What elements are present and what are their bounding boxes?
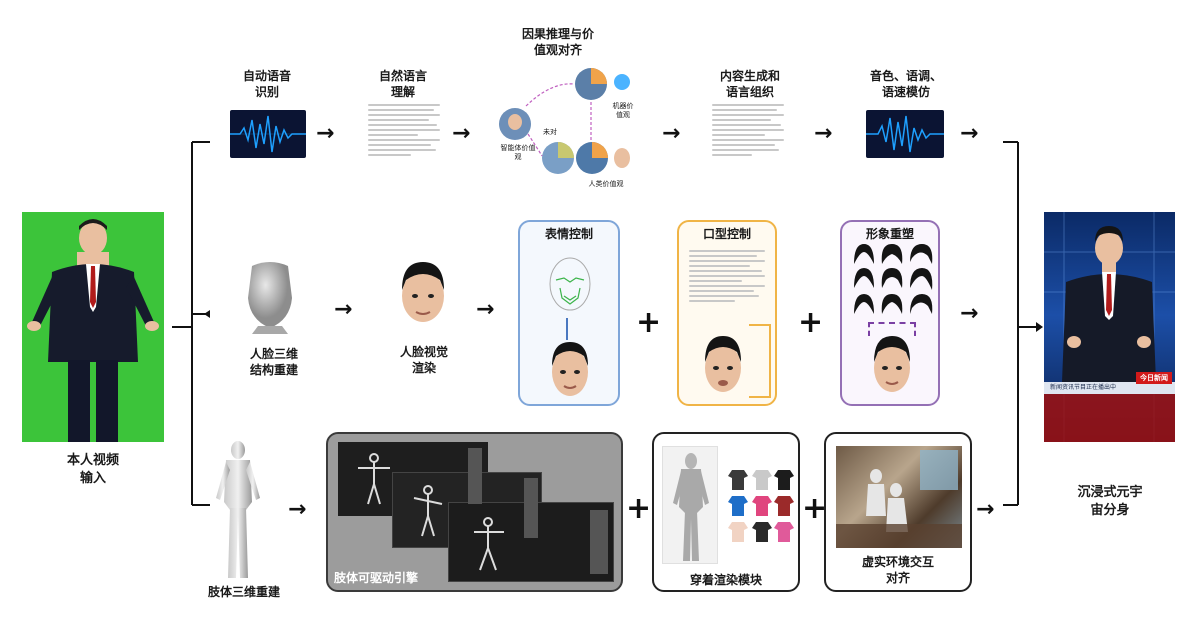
plus-r2-1: + [636, 305, 662, 340]
gen-label: 内容生成和 语言组织 [719, 69, 780, 99]
mannequin [673, 453, 709, 561]
env-scene [836, 446, 962, 548]
arrow-r3-2: → [976, 497, 995, 522]
arrow-r1-4: → [814, 121, 833, 146]
plus-r3-2: + [802, 491, 828, 526]
face-landmark-sketch [549, 257, 591, 311]
expr-arrow [566, 318, 568, 340]
clothing-catalog [728, 470, 794, 542]
render-label: 人脸视觉 渲染 [399, 345, 448, 375]
style-reshape-box: 形象重塑 [840, 220, 940, 406]
gen-document [712, 104, 784, 159]
presenter-figure [27, 219, 159, 442]
cloth-mannequin-frame [662, 446, 718, 564]
output-avatar-frame: 今日新闻 新闻资讯节目正在播出中 [1044, 212, 1175, 442]
arrow-r2-1: → [334, 297, 353, 322]
face-render [402, 262, 444, 322]
output-label: 沉浸式元宇 宙分身 [1077, 485, 1143, 518]
causal-node-machine: 机器价值观 [612, 102, 634, 119]
arrow-r3-1: → [288, 497, 307, 522]
lip-document [689, 250, 765, 305]
tts-label: 音色、语调、 语速模仿 [869, 69, 942, 99]
expression-control-box: 表情控制 [518, 220, 620, 406]
output-ticker: 新闻资讯节目正在播出中 [1050, 384, 1117, 391]
tts-waveform [866, 110, 944, 158]
plus-r2-2: + [798, 305, 824, 340]
lip-face [705, 336, 741, 392]
face3d-label: 人脸三维 结构重建 [249, 347, 298, 377]
causal-node-undecided: 未对 [543, 128, 557, 136]
arrow-r1-1: → [316, 121, 335, 146]
asr-waveform [230, 110, 306, 158]
env-box: 虚实环境交互 对齐 [824, 432, 972, 592]
causal-node-agent: 智能体价值观 [500, 144, 536, 161]
input-video-frame [22, 212, 164, 442]
lip-label: 口型控制 [702, 227, 751, 241]
cloth-label: 穿着渲染模块 [689, 573, 762, 587]
expr-label: 表情控制 [544, 227, 593, 241]
body3d-label: 肢体三维重建 [207, 585, 280, 599]
arrow-r1-2: → [452, 121, 471, 146]
plus-r3-1: + [626, 491, 652, 526]
env-label: 虚实环境交互 对齐 [861, 555, 934, 585]
env-figures [836, 450, 962, 548]
arrow-r2-2: → [476, 297, 495, 322]
lip-control-box: 口型控制 [677, 220, 777, 406]
hairstyle-grid [854, 244, 933, 314]
causal-label: 因果推理与价 值观对齐 [521, 27, 594, 57]
style-dash-target [868, 322, 916, 336]
expr-face [552, 342, 588, 396]
style-label: 形象重塑 [865, 227, 914, 241]
engine-skeletons [358, 448, 608, 574]
engine-label: 肢体可驱动引擎 [334, 571, 419, 585]
cloth-box: 穿着渲染模块 [652, 432, 800, 592]
face-mesh-model [248, 262, 292, 334]
arrow-r2-3: → [960, 301, 979, 326]
asr-label: 自动语音 识别 [242, 69, 291, 99]
arrow-r1-3: → [662, 121, 681, 146]
nlu-label: 自然语言 理解 [378, 69, 427, 99]
nlu-document [368, 104, 440, 159]
output-badge: 今日新闻 [1140, 374, 1168, 382]
lip-bracket [749, 324, 771, 398]
style-face [874, 336, 910, 392]
causal-diagram [499, 68, 630, 174]
body-mesh-model [216, 441, 260, 578]
input-label: 本人视频 输入 [66, 453, 119, 486]
avatar-figure [1044, 212, 1175, 442]
engine-box: 肢体可驱动引擎 [326, 432, 623, 592]
arrow-r1-5: → [960, 121, 979, 146]
causal-node-human: 人类价值观 [588, 180, 624, 188]
